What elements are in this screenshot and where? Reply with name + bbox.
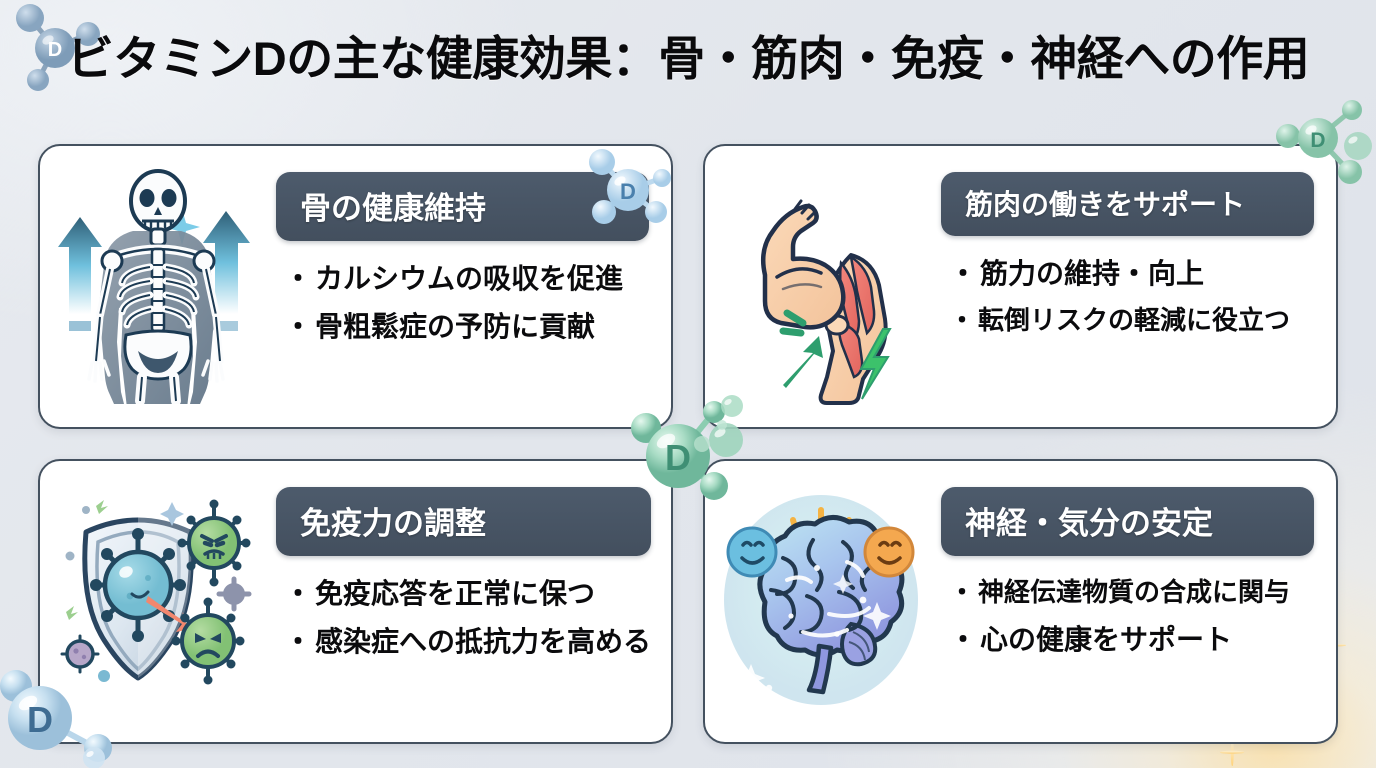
card-bone-header-text: 骨の健康維持 bbox=[300, 191, 486, 226]
flexed-arm-leg-muscle-icon bbox=[705, 146, 933, 427]
brain-smiley-icon bbox=[705, 461, 933, 742]
bullet-text: 神経伝達物質の合成に関与 bbox=[978, 577, 1291, 607]
card-bone-health[interactable]: 骨の健康維持 ・ カルシウムの吸収を促進 ・ 骨粗鬆症の予防に貢献 bbox=[38, 144, 673, 429]
card-muscle-header-text: 筋肉の働きをサポート bbox=[965, 189, 1246, 220]
card-nerve-header: 神経・気分の安定 bbox=[941, 487, 1314, 556]
bullet-marker: ・ bbox=[949, 623, 978, 655]
benefit-card-grid: 骨の健康維持 ・ カルシウムの吸収を促進 ・ 骨粗鬆症の予防に貢献 bbox=[38, 144, 1338, 744]
bubble-decor-5 bbox=[80, 744, 110, 768]
skeleton-xray-icon bbox=[40, 146, 268, 427]
shield-virus-icon bbox=[40, 461, 268, 742]
bullet-text: 転倒リスクの軽減に役立つ bbox=[978, 305, 1291, 336]
list-item: ・ 転倒リスクの軽減に役立つ bbox=[949, 305, 1314, 336]
card-bone-header: 骨の健康維持 bbox=[276, 172, 649, 241]
card-muscle-header: 筋肉の働きをサポート bbox=[941, 172, 1314, 236]
card-muscle-bullets: ・ 筋力の維持・向上 ・ 転倒リスクの軽減に役立つ bbox=[941, 258, 1314, 336]
bullet-marker: ・ bbox=[949, 258, 978, 289]
card-immunity-body: 免疫力の調整 ・ 免疫応答を正常に保つ ・ 感染症への抵抗力を高める bbox=[268, 461, 673, 742]
bullet-text: 筋力の維持・向上 bbox=[980, 258, 1205, 289]
bullet-marker: ・ bbox=[284, 263, 313, 294]
bullet-marker: ・ bbox=[949, 577, 976, 607]
card-immunity-bullets: ・ 免疫応答を正常に保つ ・ 感染症への抵抗力を高める bbox=[276, 578, 651, 658]
card-nerve-header-text: 神経・気分の安定 bbox=[965, 506, 1213, 541]
bullet-text: 心の健康をサポート bbox=[980, 623, 1233, 655]
bullet-marker: ・ bbox=[284, 626, 313, 658]
card-nerve-mood-stability[interactable]: 神経・気分の安定 ・ 神経伝達物質の合成に関与 ・ 心の健康をサポート bbox=[703, 459, 1338, 744]
card-bone-body: 骨の健康維持 ・ カルシウムの吸収を促進 ・ 骨粗鬆症の予防に貢献 bbox=[268, 146, 671, 427]
list-item: ・ 骨粗鬆症の予防に貢献 bbox=[284, 311, 649, 343]
bullet-marker: ・ bbox=[284, 578, 313, 609]
list-item: ・ 感染症への抵抗力を高める bbox=[284, 626, 651, 658]
list-item: ・ 心の健康をサポート bbox=[949, 624, 1314, 656]
card-muscle-body: 筋肉の働きをサポート ・ 筋力の維持・向上 ・ 転倒リスクの軽減に役立つ bbox=[933, 146, 1336, 427]
card-immunity-regulation[interactable]: 免疫力の調整 ・ 免疫応答を正常に保つ ・ 感染症への抵抗力を高める bbox=[38, 459, 673, 744]
list-item: ・ 免疫応答を正常に保つ bbox=[284, 578, 651, 610]
bullet-marker: ・ bbox=[284, 311, 313, 343]
card-nerve-body: 神経・気分の安定 ・ 神経伝達物質の合成に関与 ・ 心の健康をサポート bbox=[933, 461, 1336, 742]
bubble-decor-3 bbox=[1340, 128, 1376, 164]
bullet-marker: ・ bbox=[949, 305, 976, 336]
bullet-text: 免疫応答を正常に保つ bbox=[315, 578, 596, 609]
card-nerve-bullets: ・ 神経伝達物質の合成に関与 ・ 心の健康をサポート bbox=[941, 577, 1314, 656]
card-muscle-support[interactable]: 筋肉の働きをサポート ・ 筋力の維持・向上 ・ 転倒リスクの軽減に役立つ bbox=[703, 144, 1338, 429]
bullet-text: 感染症への抵抗力を高める bbox=[315, 626, 652, 658]
list-item: ・ カルシウムの吸収を促進 bbox=[284, 263, 649, 295]
card-immunity-header: 免疫力の調整 bbox=[276, 487, 652, 556]
bullet-text: カルシウムの吸収を促進 bbox=[315, 263, 624, 294]
list-item: ・ 神経伝達物質の合成に関与 bbox=[949, 577, 1314, 608]
list-item: ・ 筋力の維持・向上 bbox=[949, 258, 1314, 290]
card-bone-bullets: ・ カルシウムの吸収を促進 ・ 骨粗鬆症の予防に貢献 bbox=[276, 263, 649, 343]
page-title-text: ビタミンDの主な健康効果：骨・筋肉・免疫・神経への作用 bbox=[66, 32, 1310, 85]
card-immunity-header-text: 免疫力の調整 bbox=[300, 506, 486, 541]
page-title: ビタミンDの主な健康効果：骨・筋肉・免疫・神経への作用 bbox=[0, 32, 1376, 85]
bullet-text: 骨粗鬆症の予防に貢献 bbox=[315, 311, 596, 343]
